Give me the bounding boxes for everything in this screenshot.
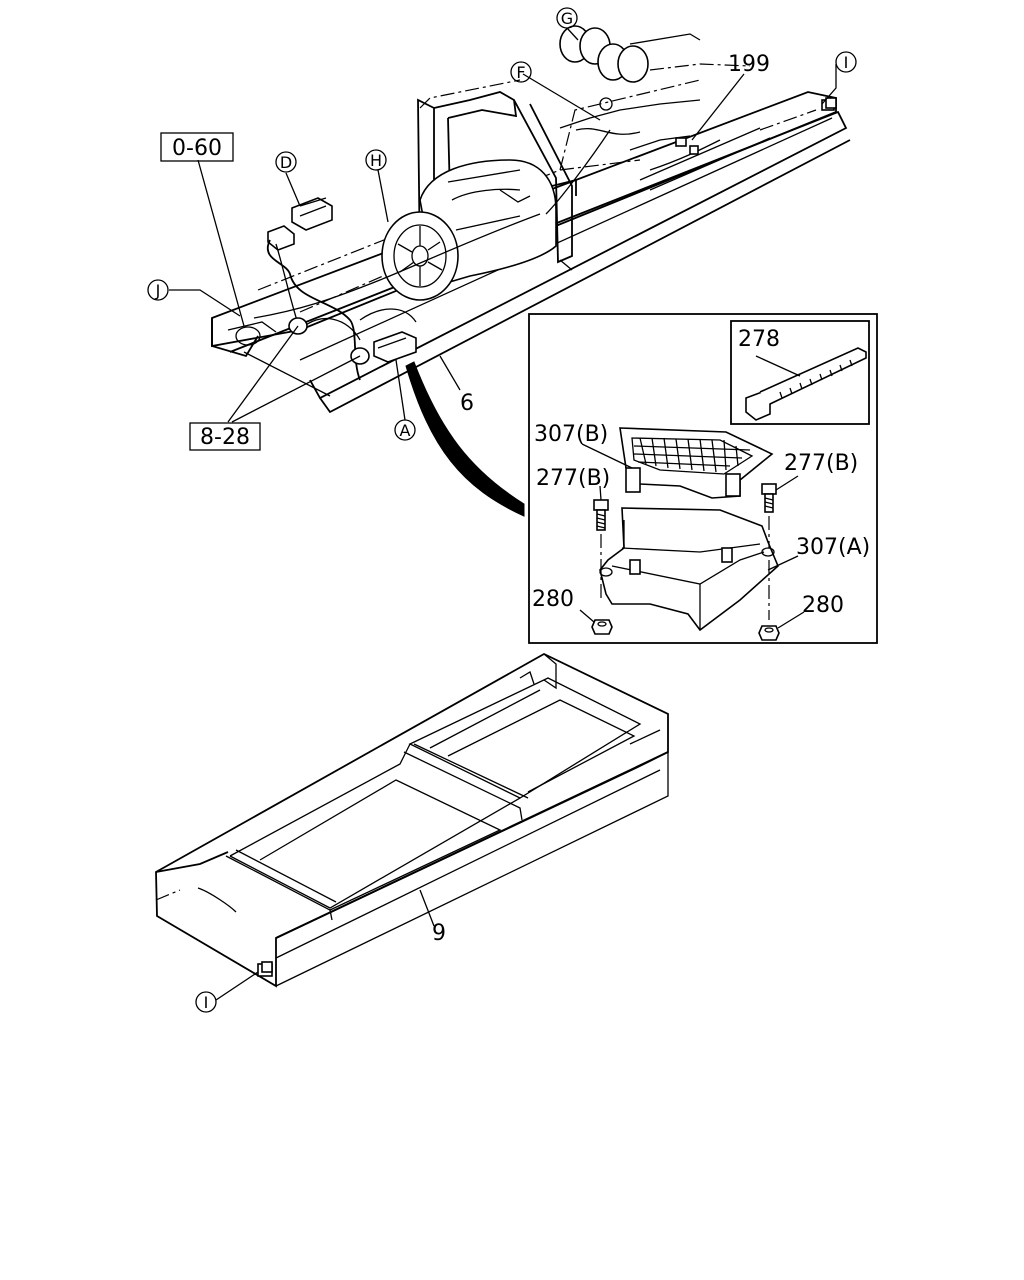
part-label-9: 9: [432, 921, 446, 946]
ref-box-8-28: 8-28: [189, 422, 261, 451]
part-label-277b-right: 277(B): [784, 451, 858, 476]
bolt-277b-left: [593, 499, 609, 600]
callout-letter-G: G: [561, 9, 573, 28]
part-label-280-left: 280: [532, 587, 574, 612]
nut-280-right: [758, 625, 780, 641]
part-label-277b-left: 277(B): [536, 466, 610, 491]
callout-letter-J: J: [155, 281, 161, 300]
inset-detail-box: [528, 313, 878, 644]
callout-letter-D: D: [280, 153, 292, 172]
callout-A: A: [394, 419, 416, 441]
part-label-6: 6: [460, 391, 474, 416]
detail-pointer-swoosh: [405, 361, 525, 517]
callout-letter-H: H: [370, 151, 382, 170]
part-label-278: 278: [738, 327, 780, 352]
part-label-280-right: 280: [802, 593, 844, 618]
callout-letter-F: F: [516, 63, 525, 82]
bolt-277b-right: [761, 483, 777, 620]
callout-F: F: [510, 61, 532, 83]
part-label-307b: 307(B): [534, 422, 608, 447]
callout-D: D: [275, 151, 297, 173]
callout-I-top: I: [835, 51, 857, 73]
callout-I-bottom: I: [195, 991, 217, 1013]
callout-H: H: [365, 149, 387, 171]
lower-chassis-frame: [155, 652, 669, 988]
callout-G: G: [556, 7, 578, 29]
cover-307b: [619, 427, 774, 499]
leader-lines: [169, 27, 837, 1001]
callout-letter-A: A: [400, 421, 411, 440]
box-307a: [599, 507, 779, 632]
part-label-307a: 307(A): [796, 535, 870, 560]
cable-tie-278: [745, 347, 867, 421]
callout-letter-I-bottom: I: [204, 993, 209, 1012]
ref-box-0-60: 0-60: [160, 132, 234, 162]
callout-J: J: [147, 279, 169, 301]
upper-chassis-frame: [211, 25, 851, 414]
part-label-199: 199: [728, 52, 770, 77]
callout-letter-I-top: I: [844, 53, 849, 72]
ref-label-8-28: 8-28: [200, 425, 250, 450]
nut-280-left: [591, 619, 613, 635]
ref-label-0-60: 0-60: [172, 136, 222, 161]
